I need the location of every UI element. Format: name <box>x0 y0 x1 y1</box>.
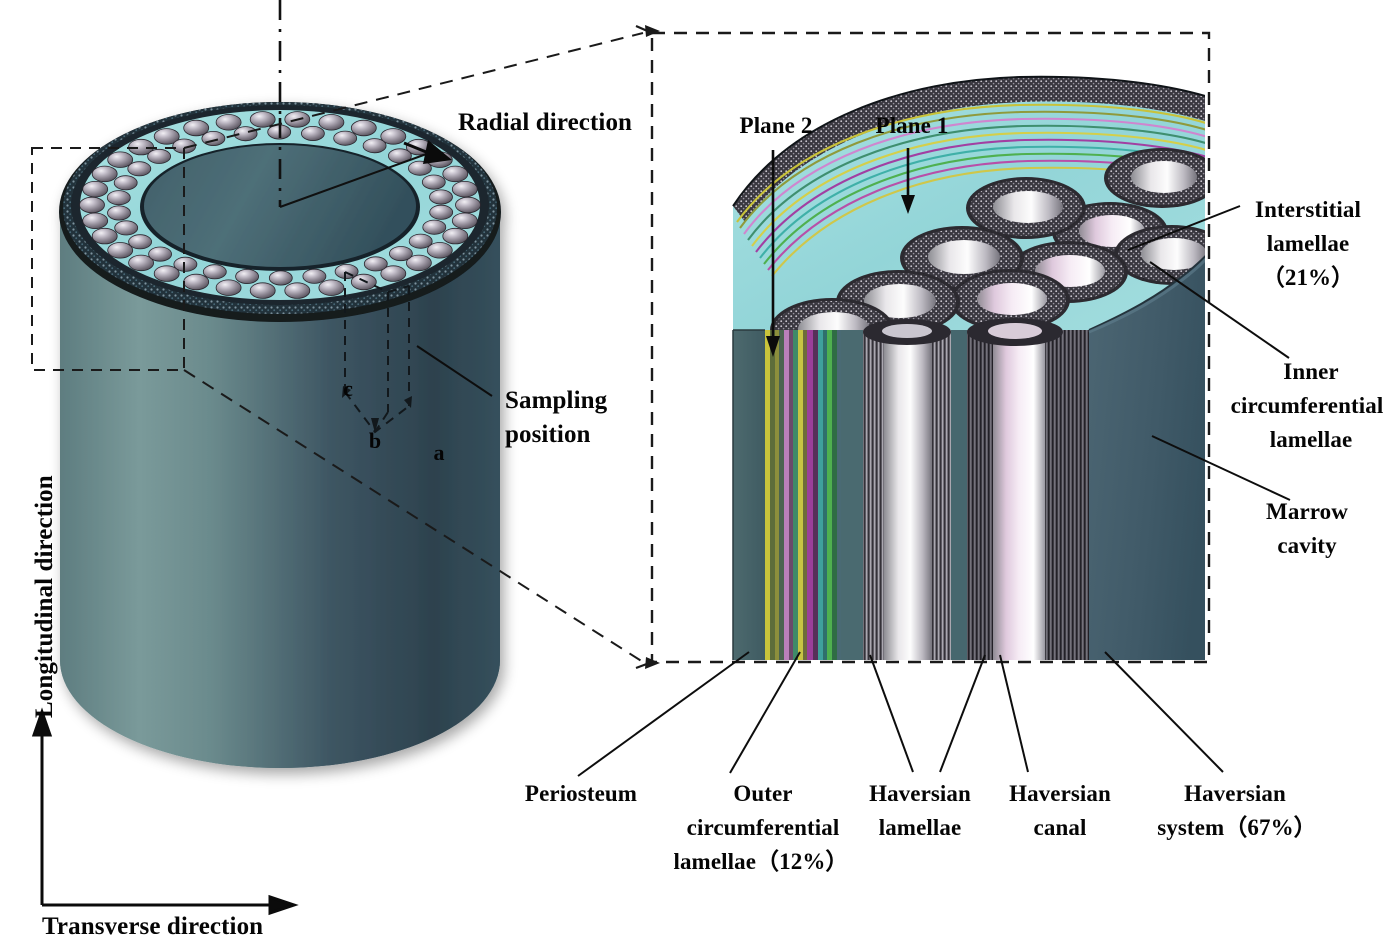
leader-periosteum <box>577 651 750 777</box>
direction-axes <box>31 707 299 916</box>
callout-haversian-system-line1: Haversian <box>1184 781 1286 806</box>
callout-marrow-cavity-line2: cavity <box>1277 533 1337 558</box>
leader-lines-right <box>1127 205 1291 501</box>
haversian-system-cylinder-1 <box>863 319 951 660</box>
plane2-label: Plane 2 <box>739 113 813 138</box>
outer-circumferential-lamellae-stripes <box>765 330 841 660</box>
detail-dashed-box <box>635 24 1211 670</box>
leader-inner-circumferential <box>1149 261 1290 359</box>
overview-selection-rect <box>31 147 185 371</box>
sampling-leader <box>416 345 493 397</box>
longitudinal-direction-label: Longitudinal direction <box>31 475 58 718</box>
transverse-direction-label: Transverse direction <box>42 913 264 940</box>
zoom-connector-lines <box>183 32 644 663</box>
leader-haversian-lamellae-b <box>939 654 986 773</box>
callout-marrow-cavity-line1: Marrow <box>1266 499 1348 524</box>
radial-direction-arrow <box>403 140 452 164</box>
sampling-marker-b: b <box>368 428 382 453</box>
sampling-prism-arrows <box>342 386 412 433</box>
callout-haversian-canal-line2: canal <box>1033 815 1087 840</box>
callout-inner-circumferential-line3: lamellae <box>1269 427 1353 452</box>
sampling-position-label-line2: position <box>505 421 591 448</box>
callout-outer-circumferential-line3: lamellae（12%） <box>673 849 849 874</box>
sampling-marker-a: a <box>433 440 445 465</box>
callout-outer-circumferential-line1: Outer <box>733 781 793 806</box>
callout-haversian-lamellae-line1: Haversian <box>869 781 971 806</box>
callout-haversian-canal-line1: Haversian <box>1009 781 1111 806</box>
callout-haversian-lamellae-line2: lamellae <box>878 815 962 840</box>
plane2-arrow <box>766 150 780 357</box>
leader-haversian-system <box>1104 651 1224 773</box>
plane1-label: Plane 1 <box>875 113 949 138</box>
overview-osteon-beads <box>79 111 481 299</box>
leader-haversian-lamellae-a <box>869 654 914 773</box>
leader-outer-circumferential <box>729 651 801 774</box>
callout-haversian-system-line2: system（67%） <box>1157 815 1317 840</box>
callout-inner-circumferential-line1: Inner <box>1283 359 1339 384</box>
haversian-system-top-ellipses <box>770 148 1205 331</box>
callout-interstitial-line2: lamellae <box>1266 231 1350 256</box>
radius-leader <box>279 151 433 208</box>
haversian-system-cylinder-2 <box>967 318 1063 660</box>
callout-outer-circumferential-line2: circumferential <box>686 815 840 840</box>
callout-periosteum-line1: Periosteum <box>524 781 638 806</box>
leader-haversian-canal <box>999 654 1029 773</box>
callout-inner-circumferential-line2: circumferential <box>1230 393 1384 418</box>
sampling-marker-c: c <box>343 376 353 401</box>
plane1-arrow <box>901 148 915 214</box>
sampling-position-label-line1: Sampling <box>505 387 608 414</box>
callout-interstitial-line3: （21%） <box>1261 265 1355 290</box>
callout-interstitial-line1: Interstitial <box>1255 197 1361 222</box>
leader-interstitial <box>1127 205 1241 251</box>
periosteum-slab <box>733 330 765 660</box>
radial-direction-label: Radial direction <box>458 109 633 136</box>
marrow-cavity-face <box>1089 256 1205 660</box>
detail-bone-wedge <box>732 75 1205 660</box>
leader-marrow-cavity <box>1151 435 1291 501</box>
leader-lines-bottom <box>577 651 1224 777</box>
